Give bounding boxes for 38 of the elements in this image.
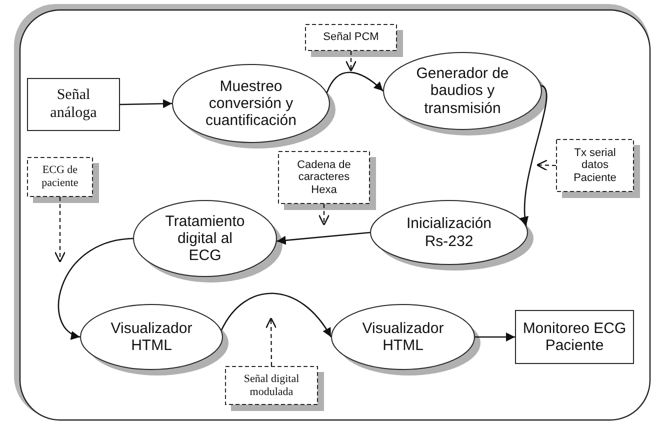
arrow [220, 292, 332, 338]
arrow [520, 85, 548, 226]
leader-arrow [54, 197, 66, 263]
process-ellipse [383, 52, 548, 136]
leader-arrow [265, 317, 277, 366]
leader-arrow [345, 51, 357, 72]
note-text: Señal digital modulada [242, 372, 300, 398]
note-box [278, 151, 376, 210]
node-label: Visualizador HTML [361, 320, 445, 354]
leader-arrow [318, 204, 330, 226]
arrow [326, 72, 384, 93]
note-text: Señal PCM [323, 31, 379, 44]
node-label: Señal análoga [49, 87, 98, 122]
node-label: Monitoreo ECG Paciente [522, 320, 626, 354]
note-text: Cadena de caracteres Hexa [296, 158, 352, 196]
node-label: Generador de baudios y transmisión [415, 65, 510, 117]
note-box [27, 157, 99, 203]
note-text: Tx serial datos Paciente [572, 146, 618, 184]
process-box [515, 310, 634, 364]
note-text: ECG de paciente [40, 164, 80, 190]
node-label: Inicialización Rs-232 [405, 215, 493, 250]
arrow [276, 232, 370, 245]
process-box [27, 78, 120, 131]
arrow [120, 99, 172, 108]
node-label: Tratamiento digital al ECG [164, 212, 246, 264]
arrow [475, 332, 515, 342]
process-ellipse [80, 304, 229, 376]
process-ellipse [172, 64, 336, 149]
leader-arrow [536, 160, 556, 171]
arrow [58, 238, 134, 338]
process-ellipse [331, 304, 481, 376]
note-box [225, 366, 324, 411]
note-box [305, 24, 403, 57]
node-label: Visualizador HTML [110, 320, 194, 354]
process-ellipse [133, 200, 283, 283]
node-label: Muestreo conversión y cuantificación [204, 78, 298, 130]
process-ellipse [370, 200, 534, 271]
note-box [556, 139, 640, 198]
